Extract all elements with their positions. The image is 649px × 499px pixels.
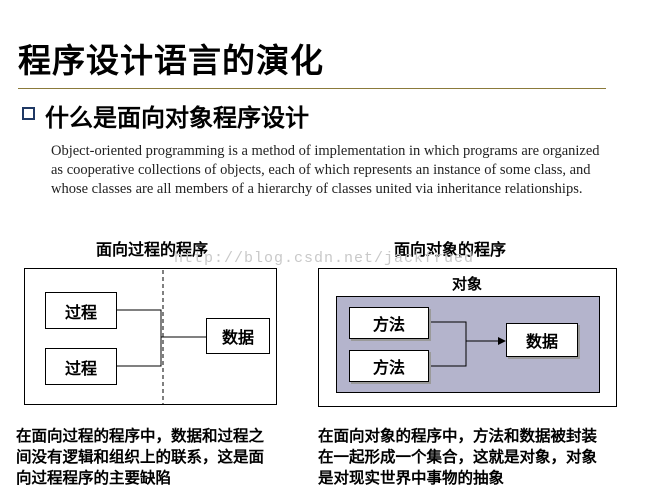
object-oriented-note-line: 在面向对象的程序中，方法和数据被封装: [318, 427, 598, 445]
object-data-box: 数据: [506, 323, 578, 357]
object-label: 对象: [452, 275, 483, 293]
title-divider: [18, 88, 606, 89]
process-box-2: 过程: [45, 348, 117, 385]
oop-definition-text: Object-oriented programming is a method …: [51, 143, 600, 197]
procedural-note-line: 间没有逻辑和组织上的联系，这是面: [16, 448, 265, 466]
procedural-data-box: 数据: [206, 318, 270, 354]
object-oriented-note: 在面向对象的程序中，方法和数据被封装 在一起形成一个集合，这就是对象，对象 是对…: [318, 426, 597, 489]
section-subtitle: 什么是面向对象程序设计: [45, 104, 309, 132]
watermark-url: http://blog.csdn.net/jackfrued: [174, 250, 475, 267]
procedural-diagram-frame: [24, 268, 277, 405]
square-bullet-icon: [22, 107, 35, 120]
procedural-note-line: 在面向过程的程序中，数据和过程之: [16, 427, 265, 445]
procedural-note-line: 向过程程序的主要缺陷: [16, 469, 172, 487]
object-oriented-caption: 面向对象的程序: [394, 240, 507, 259]
procedural-note: 在面向过程的程序中，数据和过程之 间没有逻辑和组织上的联系，这是面 向过程程序的…: [16, 426, 264, 489]
procedural-caption: 面向过程的程序: [96, 240, 209, 259]
method-box-2: 方法: [349, 350, 429, 382]
method-box-1: 方法: [349, 307, 429, 339]
object-oriented-note-line: 在一起形成一个集合，这就是对象，对象: [318, 448, 598, 466]
process-box-1: 过程: [45, 292, 117, 329]
object-oriented-note-line: 是对现实世界中事物的抽象: [318, 469, 505, 487]
page-title: 程序设计语言的演化: [18, 41, 324, 80]
object-oriented-diagram-frame: [318, 268, 617, 407]
